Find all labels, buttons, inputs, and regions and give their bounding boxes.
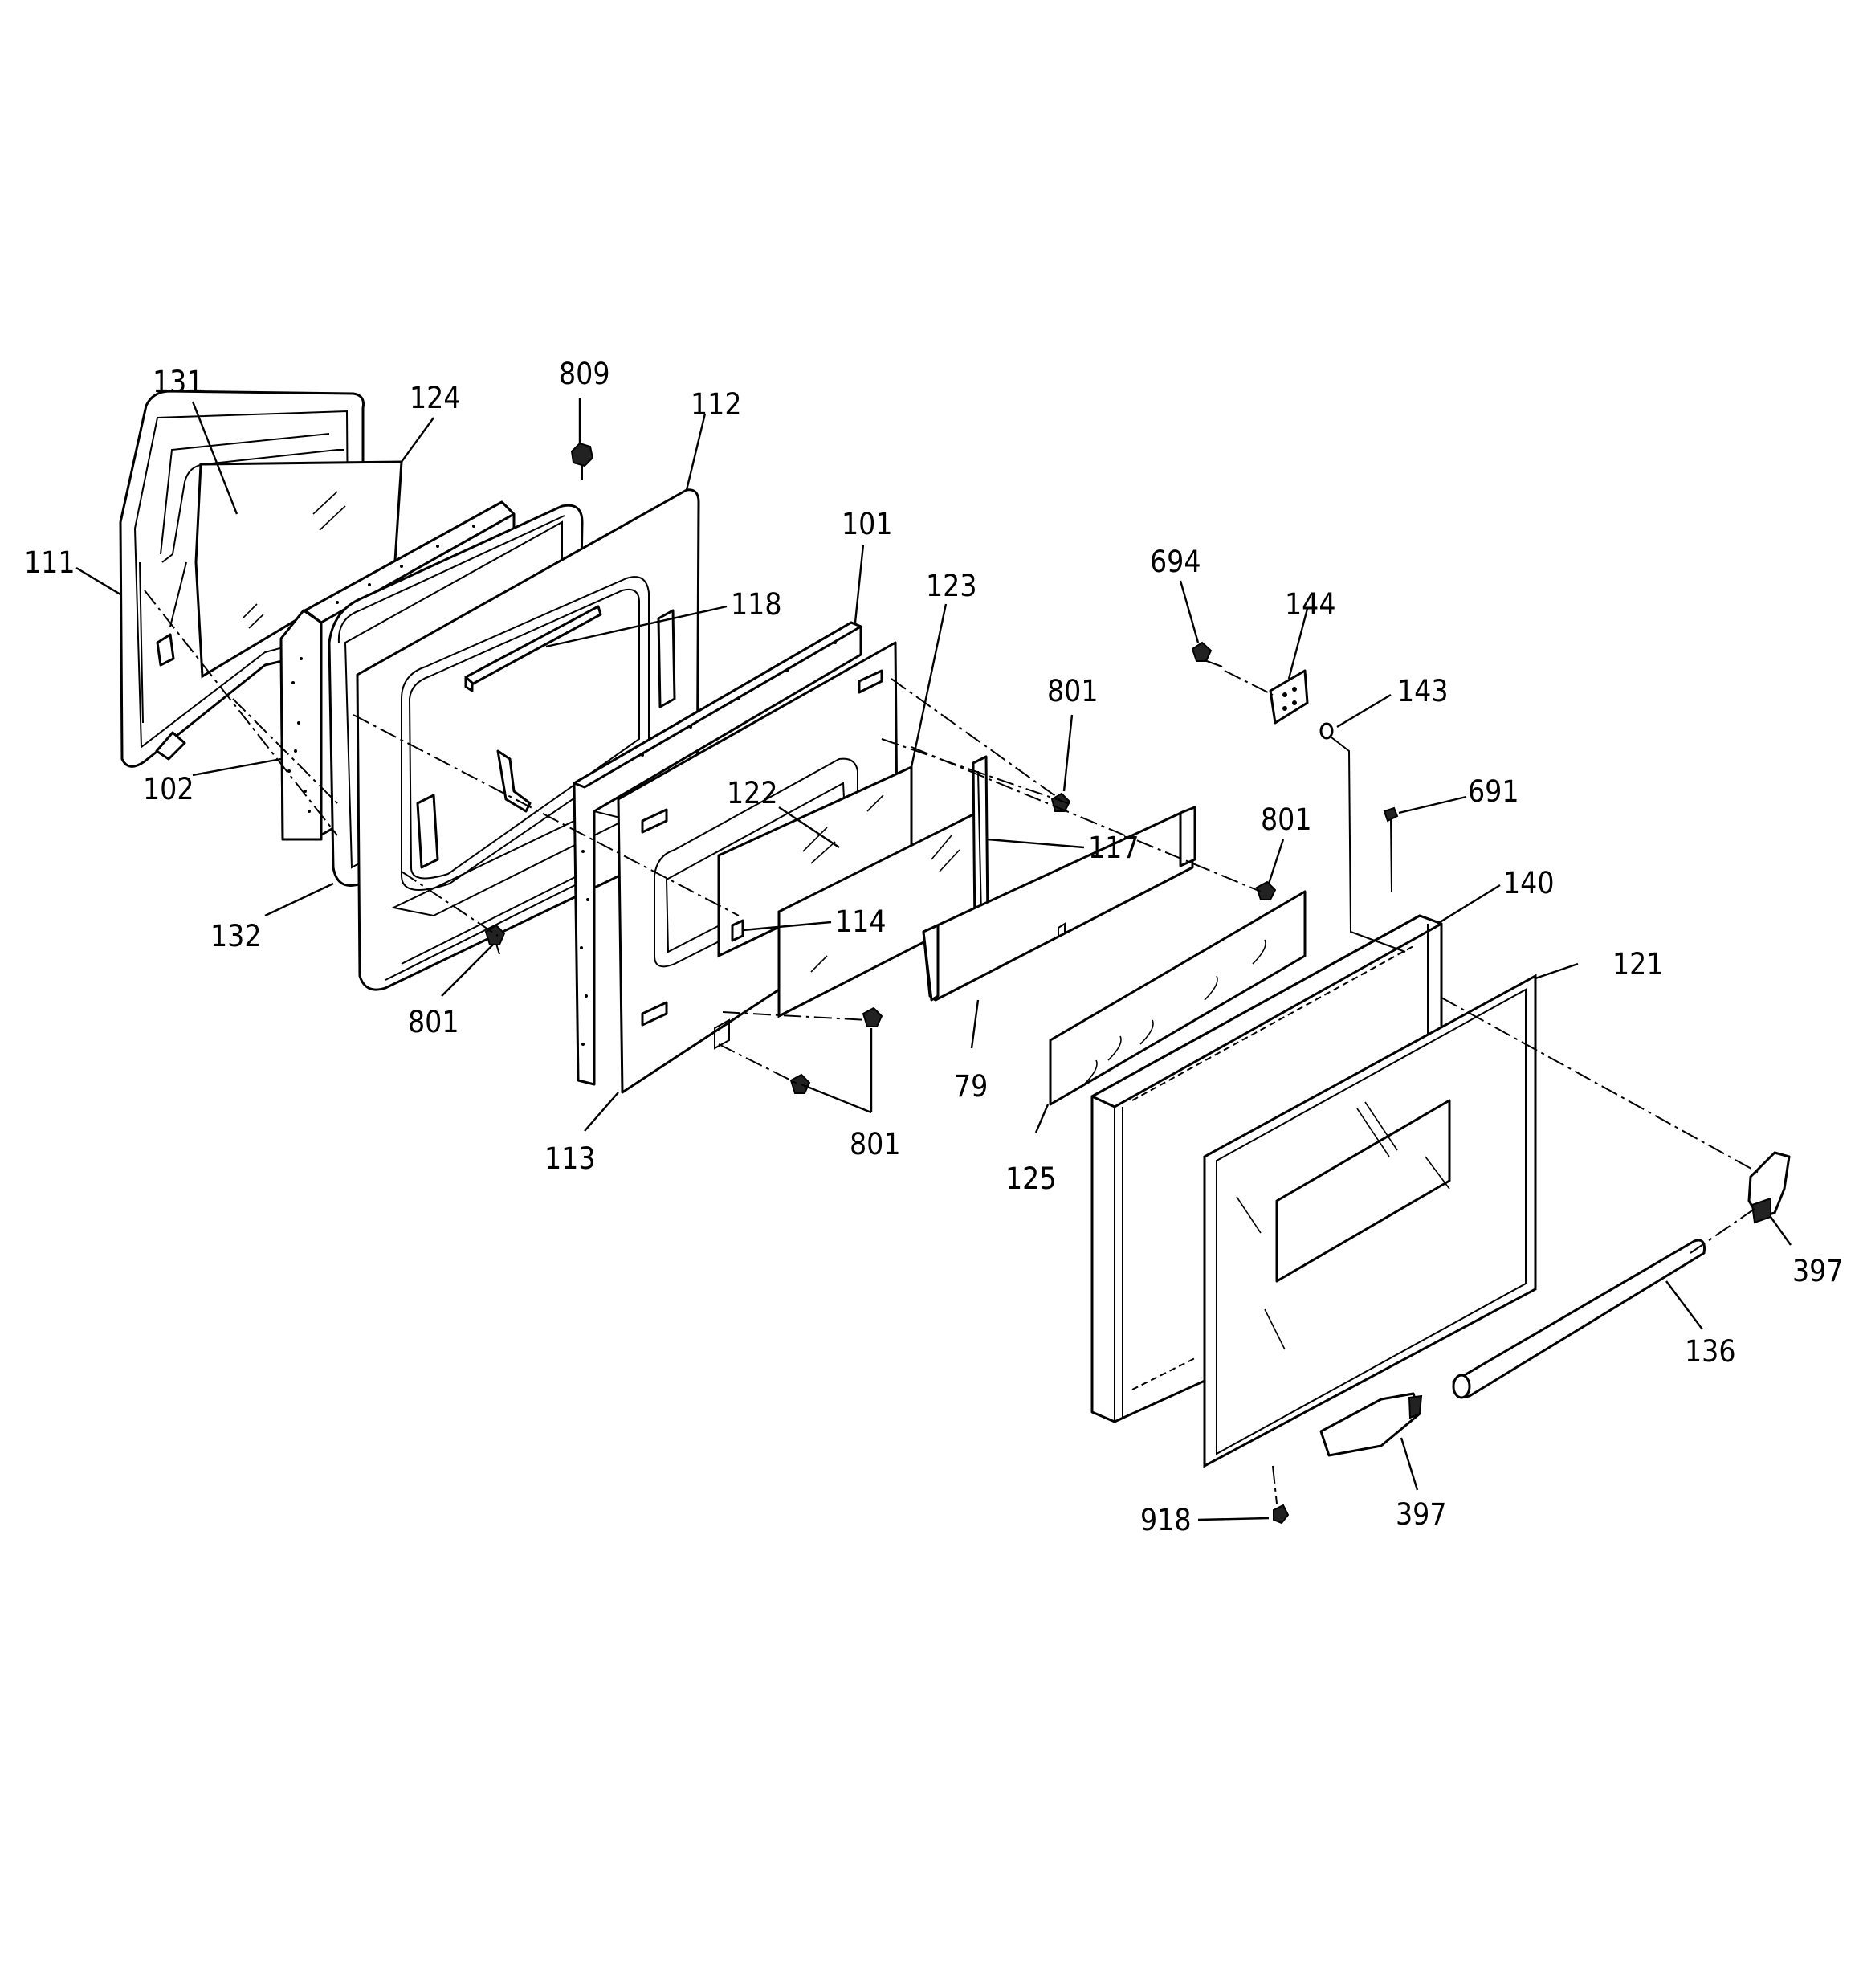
callout-801-d: 801 — [850, 1127, 901, 1161]
callout-102: 102 — [143, 772, 194, 806]
part-801-screw-b — [862, 1006, 883, 1027]
part-801-screw-c — [789, 1073, 811, 1094]
callout-111: 111 — [24, 545, 75, 580]
callout-397-b: 397 — [1396, 1497, 1447, 1532]
callout-124: 124 — [410, 381, 461, 415]
part-118-retainer — [464, 605, 602, 813]
part-809-screw — [570, 442, 594, 480]
callout-918: 918 — [1140, 1503, 1192, 1537]
callout-118: 118 — [731, 587, 782, 622]
leader-lines — [75, 398, 1792, 1521]
callout-113: 113 — [544, 1141, 596, 1176]
alignment-lines — [144, 590, 1759, 1504]
callout-125: 125 — [1005, 1161, 1057, 1196]
part-691-screw — [1383, 806, 1399, 892]
part-801-screw-e — [1255, 880, 1277, 900]
callout-144: 144 — [1285, 587, 1336, 622]
part-144-hinge-plate — [1269, 669, 1309, 725]
part-918-screw — [1273, 1504, 1290, 1525]
part-694-screw — [1191, 641, 1223, 667]
callout-809: 809 — [559, 357, 610, 391]
callout-140: 140 — [1503, 866, 1555, 900]
part-124-inner-glass — [194, 460, 403, 679]
callout-79: 79 — [954, 1069, 988, 1104]
part-121-outer-glass — [1203, 974, 1537, 1468]
callout-121: 121 — [1612, 947, 1664, 982]
callout-101: 101 — [842, 507, 893, 541]
callout-397-a: 397 — [1792, 1254, 1844, 1288]
callout-122: 122 — [727, 776, 778, 810]
callout-801-a: 801 — [1047, 674, 1099, 708]
part-397-end-cap-top — [1747, 1151, 1791, 1224]
callout-labels: 131 124 809 112 111 118 101 123 694 144 … — [24, 357, 1844, 1537]
callout-132: 132 — [210, 919, 262, 953]
callout-136: 136 — [1685, 1334, 1736, 1369]
callout-123: 123 — [926, 569, 977, 603]
part-397-end-cap-bottom — [1319, 1392, 1423, 1457]
part-79-vent-trim — [922, 806, 1196, 1002]
part-125-strip — [1049, 890, 1307, 1106]
callout-691: 691 — [1468, 774, 1519, 809]
part-114-glass-clip — [731, 919, 744, 942]
part-136-handle — [1452, 1239, 1706, 1399]
callout-117: 117 — [1088, 831, 1139, 865]
callout-694: 694 — [1150, 545, 1201, 579]
part-143-washer — [1319, 722, 1334, 740]
callout-801-c: 801 — [408, 1005, 459, 1039]
part-101-insulation — [573, 621, 862, 1086]
callout-112: 112 — [691, 387, 742, 422]
callout-143: 143 — [1397, 674, 1449, 708]
callout-114: 114 — [835, 904, 887, 939]
callout-131: 131 — [153, 365, 204, 399]
callout-801-b: 801 — [1261, 802, 1312, 837]
